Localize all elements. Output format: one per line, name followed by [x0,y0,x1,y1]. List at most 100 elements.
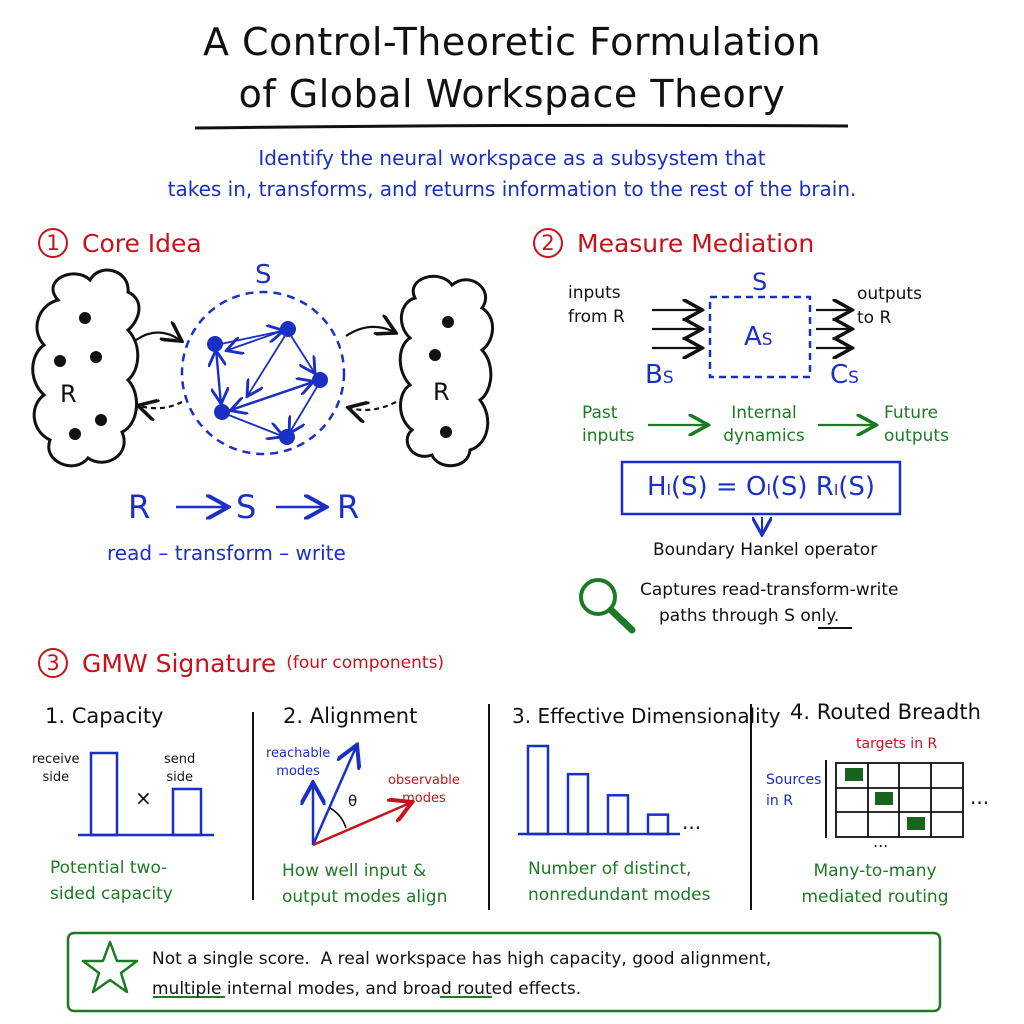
dimensionality-bar [606,794,630,836]
past-inputs-label: Past inputs [582,403,635,446]
grid-dots-below: ... [873,832,889,851]
workspace-node-3 [312,372,328,388]
dimensionality-bar [566,772,590,836]
magnifier-icon [579,578,636,634]
dimensionality-bar [646,813,670,836]
observable-vector [312,803,410,847]
section-3-header: 3 GMW Signature (four components) [38,648,444,678]
grid-dots-right: ... [970,785,990,809]
summary-multiple: multiple [152,979,222,999]
a-sub: S [761,330,773,350]
captures-line-1: Captures read-transform-write [640,580,899,600]
right-node-2 [429,349,441,361]
title-line-1: A Control-Theoretic Formulation [202,20,822,64]
c-sub: S [848,368,859,388]
section-1-title: Core Idea [82,228,202,258]
input-arrows [652,310,700,348]
route-cell-2 [875,792,893,805]
hankel-label: Boundary Hankel operator [653,540,878,560]
routed-breadth-title: 4. Routed Breadth [790,700,981,724]
reachable-vector [311,747,356,846]
dimensionality-bar [526,744,550,836]
flow-s: S [236,488,257,526]
right-node-3 [440,426,452,438]
summary-text: Not a single score. A real workspace has… [152,944,771,1004]
left-node-5 [69,428,81,440]
formula-box [620,460,902,516]
alignment-caption: How well input & output modes align [282,861,448,907]
workspace-network [216,331,321,436]
return-arrow-right [350,402,397,410]
captures-text: paths through S [659,606,801,626]
left-node-3 [90,351,102,363]
captures-line-2: paths through S only. [659,606,839,626]
targets-label: targets in R [856,736,938,752]
reachable-modes-label: reachable modes [266,746,331,779]
write-arrow [345,327,394,337]
routing-grid [835,762,964,838]
a-main: A [744,322,762,352]
workspace-circle [180,290,346,456]
future-outputs-label: Future outputs [884,403,949,446]
dimensionality-title: 3. Effective Dimensionality [512,704,781,728]
subtitle-line-2: takes in, transforms, and returns inform… [167,177,857,201]
left-node-4 [95,414,107,426]
title-underline [194,123,849,130]
subsystem-s-label: S [752,268,768,296]
theta-label: θ [348,792,358,810]
c-main: C [830,360,849,390]
receive-bar [89,751,119,837]
a-s-label: AS [744,322,773,352]
route-cell-3 [907,817,925,830]
workspace-node-1 [207,336,223,352]
left-r-label: R [60,380,77,408]
sources-label: Sources in R [766,772,822,809]
captures-period: . [833,606,840,626]
right-node-1 [442,316,454,328]
right-region-cloud [398,274,494,468]
summary-part-1: Not a single score. A real workspace has… [152,949,772,969]
output-arrows [816,310,850,348]
capacity-times: × [135,786,152,810]
left-region-cloud [31,268,141,468]
summary-part-3: routed effects. [451,979,582,999]
outputs-label: outputs to R [857,284,922,328]
observable-modes-label: observable modes [388,773,460,806]
section-1-header: 1 Core Idea [38,228,202,258]
c-s-label: CS [830,360,859,390]
b-sub: S [662,368,674,388]
angle-arc [329,807,347,829]
workspace-node-5 [279,429,295,445]
return-arrow-left [140,402,183,408]
flow-caption: read – transform – write [107,541,346,565]
section-3-note: (four components) [286,653,445,673]
route-cell-1 [845,768,863,781]
right-r-label: R [433,378,450,406]
left-node-2 [54,355,66,367]
summary-box [66,931,942,1013]
b-main: B [645,360,663,390]
inputs-label: inputs from R [568,283,625,327]
receive-side-label: receive side [32,752,80,785]
capacity-title: 1. Capacity [45,704,164,728]
subtitle-line-1: Identify the neural workspace as a subsy… [258,146,766,170]
section-2-title: Measure Mediation [577,228,815,258]
dimensionality-bars [526,744,670,836]
workspace-s-label: S [255,260,272,290]
captures-only: only [800,606,834,626]
dimensionality-caption: Number of distinct, nonredundant modes [528,859,711,905]
section-1-number: 1 [38,228,68,258]
send-bar [171,787,203,837]
read-arrow [135,333,180,341]
capacity-caption: Potential two- sided capacity [50,858,173,904]
subsystem-box [708,295,812,379]
send-side-label: send side [164,752,196,785]
section-3-title: GMW Signature [82,648,277,678]
hankel-formula: Hₗ(S) = Oₗ(S) Rₗ(S) [647,472,875,502]
summary-broad: broad [402,979,452,999]
section-2-header: 2 Measure Mediation [533,228,814,258]
left-node-1 [79,312,91,324]
workspace-node-2 [280,321,296,337]
section-3-number: 3 [38,648,68,678]
